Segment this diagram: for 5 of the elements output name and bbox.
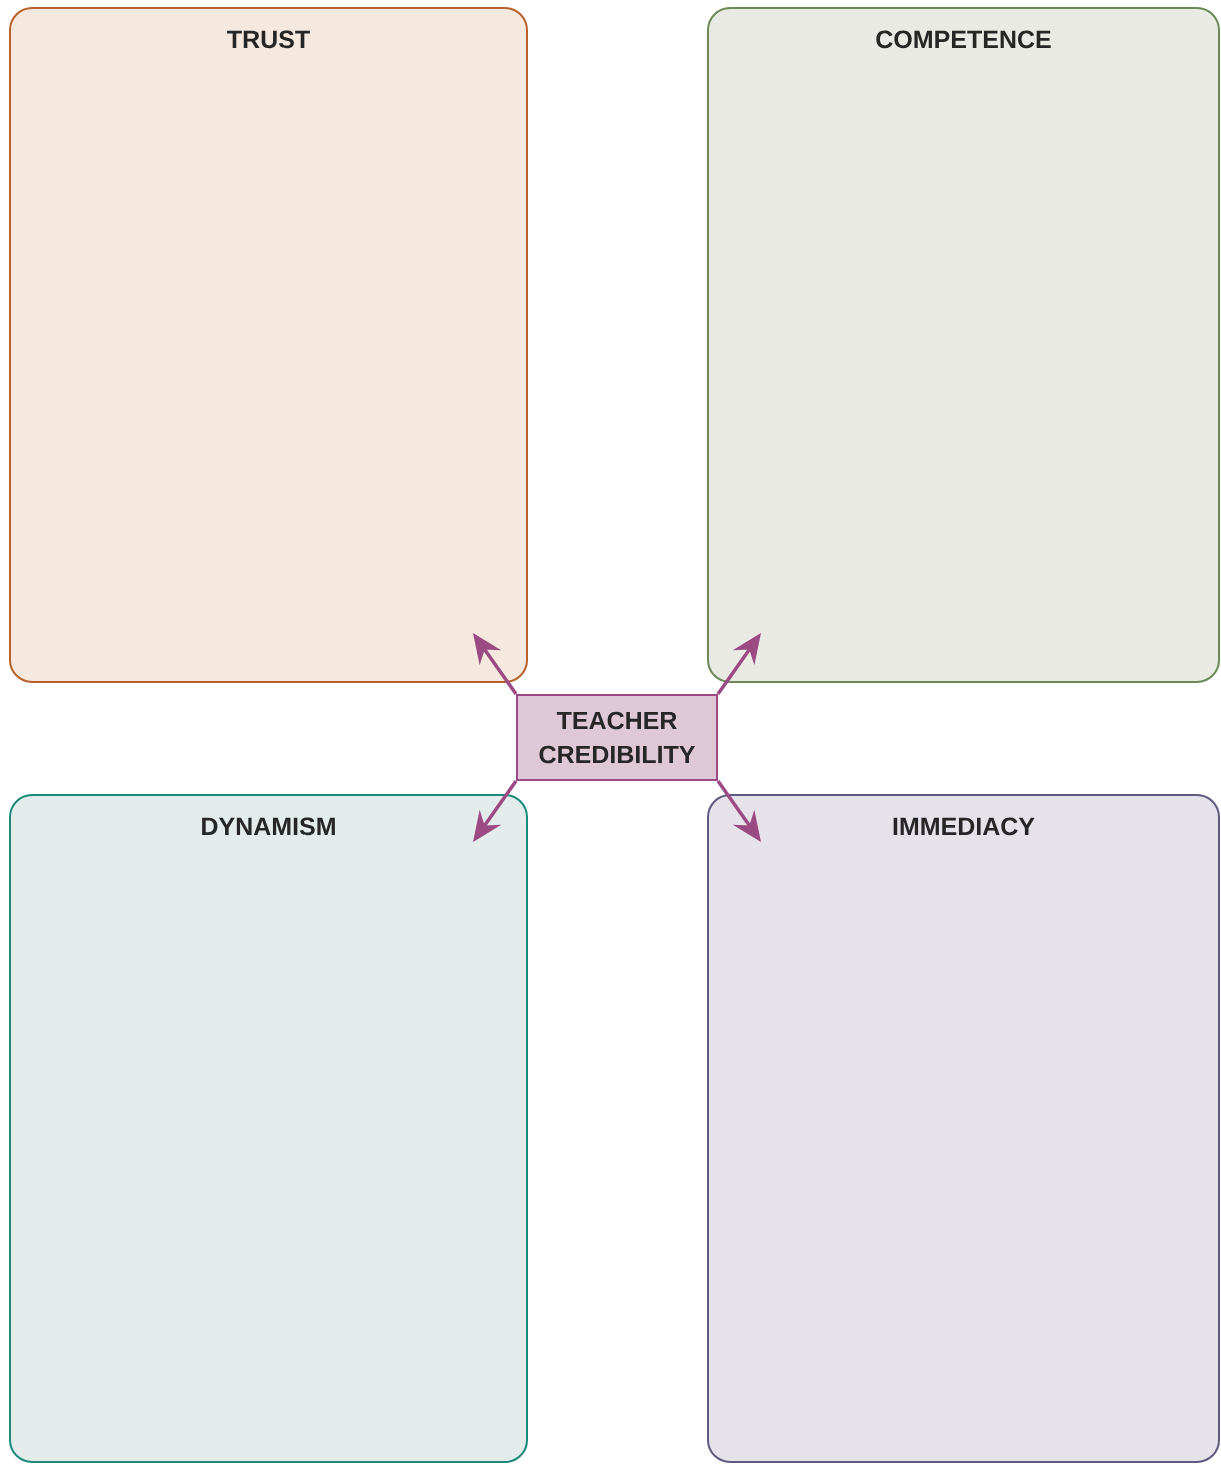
- category-box: IMMEDIACY: [707, 794, 1220, 1463]
- category-box: COMPETENCE: [707, 7, 1220, 683]
- category-box: DYNAMISM: [9, 794, 528, 1463]
- center-box: TEACHER CREDIBILITY: [516, 694, 718, 781]
- category-box: TRUST: [9, 7, 528, 683]
